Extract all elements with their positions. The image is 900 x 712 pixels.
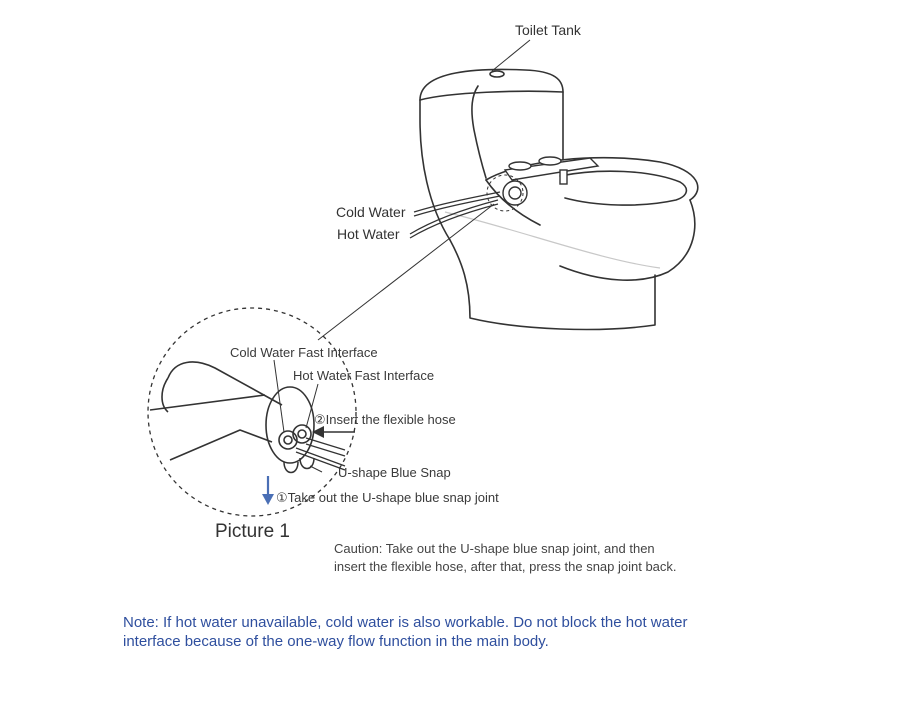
label-cold-water-fast-interface: Cold Water Fast Interface — [230, 345, 378, 360]
zoomed-bidet-body — [149, 361, 315, 464]
zoomed-hoses — [295, 437, 346, 471]
note-line-2: interface because of the one-way flow fu… — [123, 633, 549, 650]
label-take-out-snap: ①Take out the U-shape blue snap joint — [276, 490, 499, 505]
zoom-connector-line — [317, 203, 495, 341]
zoom-detail-circle — [147, 307, 357, 517]
note-text: Note: If hot water unavailable, cold wat… — [123, 613, 687, 651]
label-hot-water-fast-interface: Hot Water Fast Interface — [293, 368, 435, 383]
toilet-inner-curve — [444, 211, 661, 269]
picture-title: Picture 1 — [215, 521, 290, 542]
toilet-tank-leader — [491, 39, 531, 72]
take-out-arrow-blue — [262, 476, 274, 505]
bidet-attachment — [502, 156, 600, 206]
label-toilet-tank: Toilet Tank — [515, 22, 581, 38]
caution-line-2: insert the flexible hose, after that, pr… — [334, 559, 677, 574]
caution-line-1: Caution: Take out the U-shape blue snap … — [334, 541, 655, 556]
label-u-shape-snap: U-shape Blue Snap — [338, 465, 451, 480]
connector-highlight-circle — [486, 174, 524, 212]
u-shape-snaps — [283, 457, 315, 474]
caution-caption: Caution: Take out the U-shape blue snap … — [334, 540, 677, 576]
hoses-to-bidet — [409, 191, 501, 239]
note-line-1: Note: If hot water unavailable, cold wat… — [123, 614, 688, 631]
label-hot-water: Hot Water — [337, 226, 400, 242]
label-insert-hose: ②Insert the flexible hose — [314, 412, 456, 427]
zoom-leader-lines — [273, 359, 323, 473]
insert-arrow — [312, 426, 355, 438]
label-cold-water: Cold Water — [336, 204, 406, 220]
